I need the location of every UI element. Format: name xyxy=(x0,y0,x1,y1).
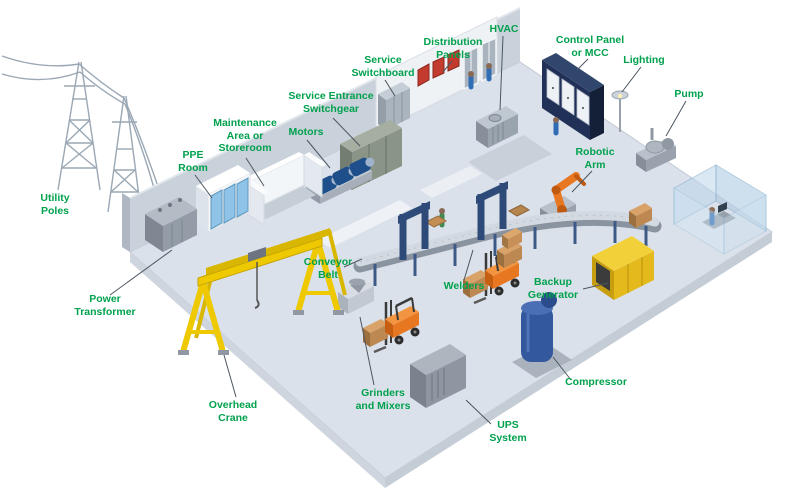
leader-maintenance xyxy=(245,157,265,187)
leader-ups xyxy=(465,399,492,425)
service-switchboard-graphic xyxy=(378,82,410,130)
distribution-panels-graphic xyxy=(417,49,460,87)
ppe-room-graphic xyxy=(196,165,251,233)
control-panel-graphic xyxy=(542,53,604,140)
leader-control-panel xyxy=(576,58,589,71)
leader-welders xyxy=(463,249,474,281)
backup-generator-graphic xyxy=(592,236,654,300)
leader-robotic-arm xyxy=(571,170,593,193)
leader-conveyor xyxy=(343,258,363,268)
glass-office-graphic xyxy=(673,164,767,255)
stacked-boxes xyxy=(497,228,522,268)
wall-doors xyxy=(463,36,497,91)
grinders-mixers-graphic xyxy=(338,278,374,314)
leader-ppe-room xyxy=(194,174,213,199)
ups-system-graphic xyxy=(410,344,466,408)
power-transformer-graphic xyxy=(145,197,197,252)
pallet-box xyxy=(629,203,652,228)
leader-switchgear xyxy=(332,117,361,147)
worker-door-2 xyxy=(486,63,492,79)
overhead-crane-graphic xyxy=(178,228,347,355)
leader-compressor xyxy=(552,356,572,381)
leader-crane xyxy=(223,354,237,398)
welders-graphic xyxy=(398,181,508,260)
leader-lines xyxy=(109,35,687,425)
leader-pump xyxy=(665,100,687,137)
pump-graphic xyxy=(636,128,676,172)
leader-grinders xyxy=(359,316,375,386)
worker-control-panel xyxy=(553,117,559,133)
hvac-graphic xyxy=(476,106,518,148)
leader-hvac xyxy=(499,35,504,111)
leader-distribution xyxy=(442,60,453,73)
leader-lighting xyxy=(621,66,642,93)
leader-switchboard xyxy=(384,79,396,97)
motors-graphic xyxy=(306,157,375,204)
compressor-graphic xyxy=(512,292,572,378)
leader-motors xyxy=(306,139,331,169)
lighting-graphic xyxy=(611,90,629,132)
floor-markings xyxy=(318,135,552,248)
worker-door-1 xyxy=(468,71,474,87)
leader-backup-generator xyxy=(582,282,609,290)
leader-power-transformer xyxy=(109,249,173,296)
